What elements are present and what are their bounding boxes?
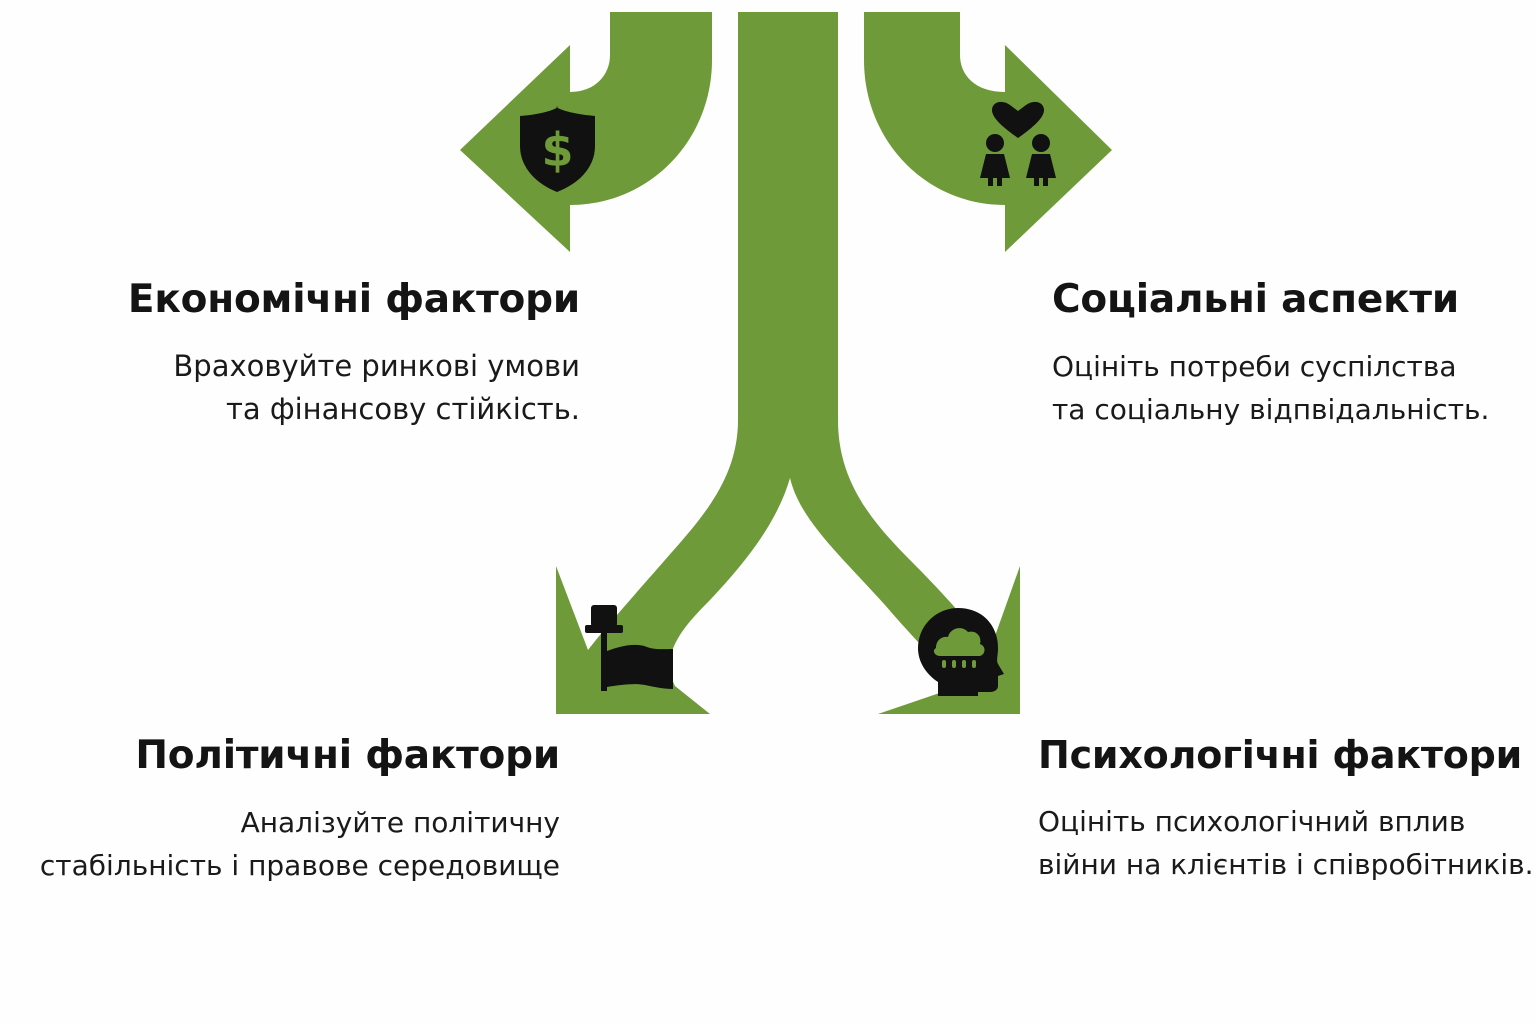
cloud-shape xyxy=(933,628,985,656)
psychological-factors-block: Психологічні фактори Оцініть психологічн… xyxy=(1038,733,1534,886)
description-line: Оцініть потреби суспілства xyxy=(1052,349,1457,383)
description-line: стабільність і правове середовище xyxy=(39,848,560,882)
shield-dollar-icon: $ xyxy=(520,106,595,192)
raindrop xyxy=(942,660,946,668)
economic-factors-title: Економічні фактори xyxy=(127,277,580,322)
person-right-head xyxy=(1032,134,1050,152)
political-factors-block: Політичні фактори Аналізуйте політичну с… xyxy=(20,733,560,887)
description-line: Аналізуйте політичну xyxy=(240,805,560,839)
description-line: та фінансову стійкість. xyxy=(225,391,580,426)
economic-factors-description: Враховуйте ринкові умови та фінансову ст… xyxy=(40,345,580,431)
description-line: війни на клієнтів і співробітників. xyxy=(1038,847,1534,881)
political-factors-description: Аналізуйте політичну стабільність і прав… xyxy=(20,801,560,887)
person-left-body xyxy=(980,154,1010,186)
psychological-factors-description: Оцініть психологічний вплив війни на клі… xyxy=(1038,800,1534,886)
raindrop xyxy=(962,660,966,668)
social-aspects-block: Соціальні аспекти Оцініть потреби суспіл… xyxy=(1052,277,1532,431)
raindrop xyxy=(972,660,976,668)
political-factors-title: Політичні фактори xyxy=(135,733,560,778)
top-hat-flag-icon xyxy=(585,605,673,691)
arrow-upper-right xyxy=(864,12,1112,252)
flag-cloth xyxy=(607,644,673,689)
hat-brim xyxy=(585,625,623,633)
dollar-glyph: $ xyxy=(541,123,573,177)
description-line: та соціальну відпвідальність. xyxy=(1052,392,1490,426)
pole xyxy=(601,633,607,691)
heart-shape xyxy=(992,101,1044,138)
social-aspects-description: Оцініть потреби суспілства та соціальну … xyxy=(1052,345,1532,431)
economic-factors-block: Економічні фактори Враховуйте ринкові ум… xyxy=(40,277,580,431)
head-raincloud-icon xyxy=(918,608,1004,696)
raindrop xyxy=(952,660,956,668)
person-right-body xyxy=(1026,154,1056,186)
people-heart-icon xyxy=(980,101,1056,186)
social-aspects-title: Соціальні аспекти xyxy=(1052,277,1459,322)
description-line: Оцініть психологічний вплив xyxy=(1038,804,1466,838)
person-left-head xyxy=(986,134,1004,152)
hat-top xyxy=(591,605,617,627)
psychological-factors-title: Психологічні фактори xyxy=(1038,733,1523,777)
description-line: Враховуйте ринкові умови xyxy=(173,348,580,383)
arrow-stem-and-lower-branches xyxy=(556,12,1020,714)
shield-shape xyxy=(520,106,595,192)
